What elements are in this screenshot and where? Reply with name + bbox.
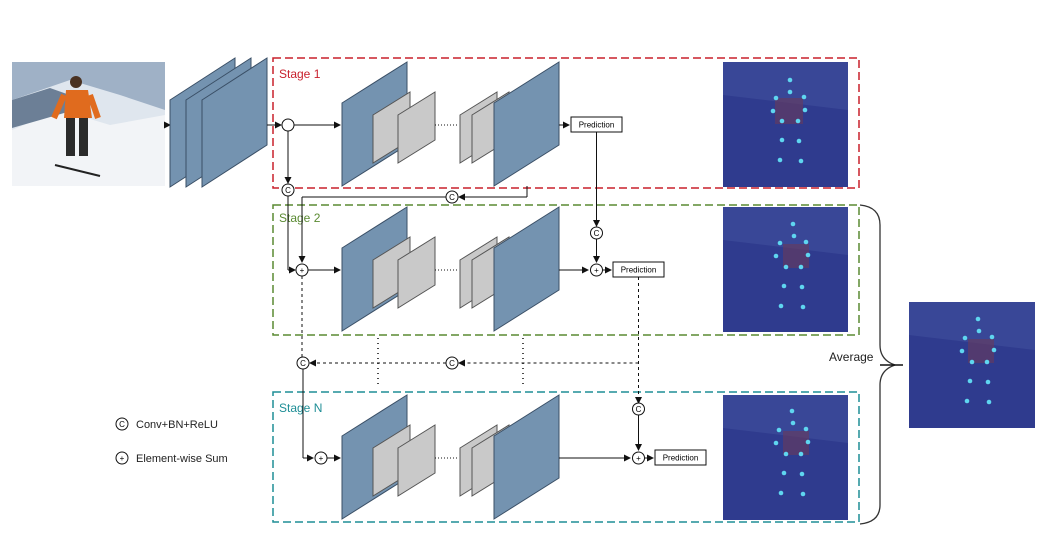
final-heatmap — [909, 302, 1035, 428]
conv-symbol: C — [300, 359, 306, 368]
stage-n-prediction-box: Prediction — [654, 449, 707, 466]
conv-node-p1: C — [590, 226, 603, 240]
sum-node-stage-n-in: + — [314, 451, 328, 465]
stage-2-label: Stage 2 — [279, 211, 321, 225]
average-label: Average — [829, 350, 874, 364]
stage-2-heatmap — [723, 207, 848, 332]
conv-symbol: C — [449, 359, 455, 368]
stage-1-prediction-box: Prediction — [570, 116, 623, 133]
sum-symbol: + — [636, 454, 641, 463]
stage-n-prediction-label: Prediction — [663, 454, 699, 463]
stage-2-prediction-box: Prediction — [612, 261, 665, 278]
stage-2-box — [272, 204, 860, 336]
sum-symbol: + — [319, 454, 324, 463]
conv-node-stage-n-pred: C — [632, 402, 645, 416]
conv-symbol: C — [285, 186, 291, 195]
legend: C Conv+BN+ReLU + Element-wise Sum — [115, 417, 228, 465]
stage-2-prediction-label: Prediction — [621, 266, 657, 275]
stage-n-heatmap — [723, 395, 848, 520]
legend-conv-label: Conv+BN+ReLU — [136, 419, 218, 431]
sum-node-stage-2-in: + — [295, 263, 309, 277]
stage-1-box — [272, 57, 860, 189]
sum-symbol: + — [300, 266, 305, 275]
stage-1-label: Stage 1 — [279, 67, 321, 81]
conv-node-feedback-1: C — [445, 190, 459, 204]
sum-symbol: + — [120, 454, 125, 463]
backbone-feature-maps — [169, 57, 268, 188]
legend-conv-item: C Conv+BN+ReLU — [115, 417, 218, 431]
stage-n-feature-maps — [341, 394, 560, 520]
stage-1-heatmap — [723, 62, 848, 187]
conv-symbol: C — [119, 420, 125, 429]
sum-node-stage-2-out: + — [590, 263, 603, 277]
stage-1-prediction-label: Prediction — [579, 121, 615, 130]
legend-sum-item: + Element-wise Sum — [115, 451, 228, 465]
stage-n-label: Stage N — [279, 401, 322, 415]
legend-sum-label: Element-wise Sum — [136, 453, 228, 465]
conv-symbol: C — [449, 193, 455, 202]
split-node — [281, 118, 295, 132]
sum-node-stage-n-out: + — [632, 451, 645, 465]
conv-symbol: C — [594, 229, 600, 238]
conv-node-split: C — [281, 183, 295, 197]
sum-symbol: + — [594, 266, 599, 275]
input-image — [12, 62, 165, 186]
stage-1-feature-maps — [341, 61, 560, 187]
conv-node-feedback-2: C — [445, 356, 459, 370]
stage-2-feature-maps — [341, 206, 560, 332]
conv-symbol: C — [636, 405, 642, 414]
conv-node-left-stage-n: C — [296, 356, 310, 370]
stage-n-box — [272, 391, 860, 523]
